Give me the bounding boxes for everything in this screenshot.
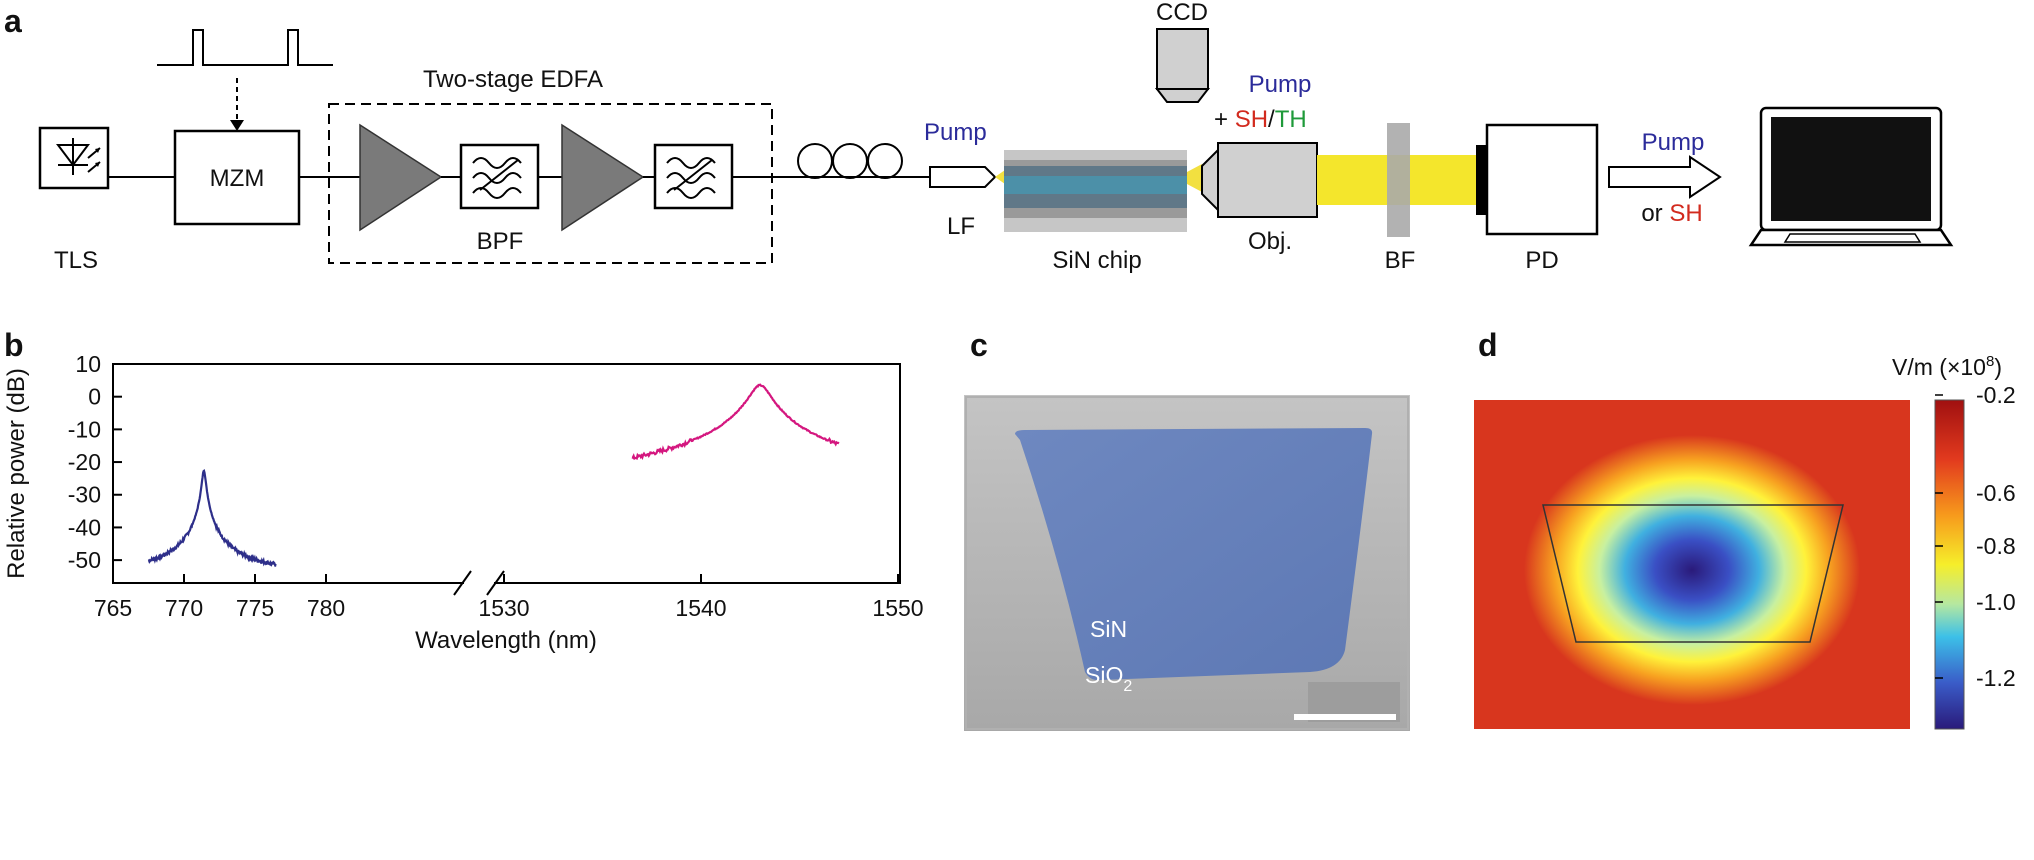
y-tick-label: 10 [75, 351, 101, 377]
obj-pump-label: Pump [1249, 71, 1312, 98]
panel-c: c SiN SiO2 [964, 327, 1410, 731]
camera-icon [1154, 28, 1211, 103]
edfa-box [328, 103, 773, 264]
y-tick-label: -40 [68, 514, 101, 540]
x-tick-label: 780 [307, 595, 345, 621]
x-tick-label: 765 [94, 595, 132, 621]
objective-icon [1201, 142, 1318, 218]
laptop-icon [1748, 106, 1954, 247]
colorbar-tick-label: -0.6 [1976, 480, 2016, 506]
spectrum-series-1 [147, 468, 277, 568]
amplifier-icon [561, 123, 645, 232]
colorbar-tick-label: -0.2 [1976, 382, 2016, 408]
edfa-label: Two-stage EDFA [423, 66, 603, 93]
x-axis-label: Wavelength (nm) [415, 627, 597, 654]
y-tick-label: -50 [68, 547, 101, 573]
ccd-label: CCD [1156, 0, 1208, 26]
panel-label-c: c [970, 327, 988, 363]
panel-label-d: d [1478, 327, 1498, 363]
filter-icon [653, 143, 734, 210]
x-tick-label: 775 [236, 595, 274, 621]
lf-label: LF [947, 213, 975, 240]
out-pump-label: Pump [1642, 129, 1705, 156]
colorbar-tick-label: -0.8 [1976, 533, 2016, 559]
pd-label: PD [1525, 247, 1558, 274]
sin-label: SiN [1090, 616, 1127, 642]
axis-break-mark [453, 570, 472, 596]
colorbar-ticks: -0.2 -0.6 -0.8 -1.0 -1.2 [1935, 382, 2016, 691]
photodetector-icon [1476, 123, 1599, 236]
bandpass-filter [1387, 123, 1410, 237]
panel-label-a: a [4, 3, 22, 39]
chart-frame [112, 363, 901, 584]
y-tick-label: 0 [88, 384, 101, 410]
colorbar [1934, 399, 1965, 730]
spectrum-chart: 10 0 -10 -20 -30 -40 -50 765 770 775 780 1530 1540 15… [3, 351, 924, 654]
axis-break-mark [486, 570, 505, 596]
filter-icon [459, 143, 540, 210]
colorbar-tick-label: -1.0 [1976, 589, 2016, 615]
axis-break-gap [464, 575, 494, 591]
bf-label: BF [1385, 247, 1416, 274]
colorbar-tick-label: -1.2 [1976, 665, 2016, 691]
obj-label: Obj. [1248, 228, 1292, 255]
lensed-fiber-icon [929, 166, 997, 188]
waveguide-outline [1542, 504, 1844, 643]
mzm-label: MZM [210, 165, 265, 192]
bpf-label: BPF [477, 228, 524, 255]
tls-label: TLS [54, 247, 98, 274]
panel-label-b: b [4, 327, 24, 363]
laser-diode-icon [56, 138, 101, 175]
amplifier-icon [359, 123, 443, 232]
mode-unit-label: V/m (×108) [1892, 353, 2002, 380]
scale-bar [1294, 714, 1396, 720]
y-tick-label: -30 [68, 482, 101, 508]
sin-chip [1004, 150, 1187, 232]
panel-d: d V/m (×108) -0.2 -0.6 -0.8 -1.0 -1.2 [1474, 327, 2016, 730]
sin-waveguide [1015, 428, 1373, 681]
x-tick-label: 770 [165, 595, 203, 621]
obj-sh-th-label: + SH/TH [1214, 106, 1307, 133]
panel-a: a TLS MZM Two-stage EDFA [4, 0, 1954, 274]
x-tick-label: 1550 [872, 595, 923, 621]
y-axis-label: Relative power (dB) [3, 368, 30, 579]
y-tick-label: -10 [68, 416, 101, 442]
pulse-train-icon [157, 29, 333, 66]
chip-label: SiN chip [1052, 247, 1141, 274]
out-sh-label: or SH [1641, 200, 1702, 227]
pump-in-label: Pump [924, 119, 987, 146]
output-arrow [1608, 155, 1722, 199]
sio2-label: SiO2 [1085, 662, 1132, 695]
x-tick-label: 1530 [478, 595, 529, 621]
y-tick-label: -20 [68, 449, 101, 475]
x-tick-label: 1540 [675, 595, 726, 621]
spectrum-series-2 [631, 383, 840, 461]
fiber-coil-icon [797, 143, 930, 179]
tls-block [38, 126, 110, 190]
panel-b: b 10 0 -10 -20 -30 -40 -50 765 770 775 780 1530 1540… [3, 327, 924, 654]
